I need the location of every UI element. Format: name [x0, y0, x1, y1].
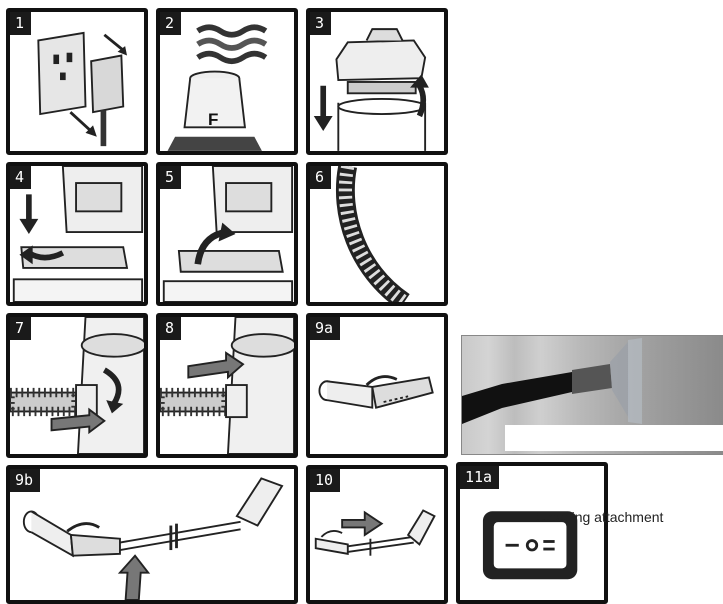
step-panel-5: 5: [156, 162, 298, 306]
photo-caption: Cleaning attachment: [535, 509, 663, 525]
attachment-fit-illustration: [10, 469, 294, 600]
step-number: 3: [310, 12, 331, 35]
step-panel-4: 4: [6, 162, 148, 306]
photo-caption-box: [505, 425, 723, 451]
step-number: 11a: [460, 466, 499, 489]
step-number: 4: [10, 166, 31, 189]
step-number: 2: [160, 12, 181, 35]
step-panel-2: 2 F: [156, 8, 298, 155]
step-panel-11a: 11a: [456, 462, 608, 604]
step-number: 9b: [10, 469, 40, 492]
step-panel-9b: 9b: [6, 465, 298, 604]
step-panel-10: 10: [306, 465, 448, 604]
step-number: 7: [10, 317, 31, 340]
step-number: 9a: [310, 317, 340, 340]
step-panel-1: 1: [6, 8, 148, 155]
filter-label: F: [208, 110, 218, 130]
step-number: 5: [160, 166, 181, 189]
step-number: 6: [310, 166, 331, 189]
step-panel-9a: 9a: [306, 313, 448, 458]
step-number: 8: [160, 317, 181, 340]
step-number: 1: [10, 12, 31, 35]
step-panel-7: 7: [6, 313, 148, 458]
step-panel-6: 6: [306, 162, 448, 306]
step-panel-3: 3: [306, 8, 448, 155]
step-panel-8: 8: [156, 313, 298, 458]
step-number: 10: [310, 469, 340, 492]
